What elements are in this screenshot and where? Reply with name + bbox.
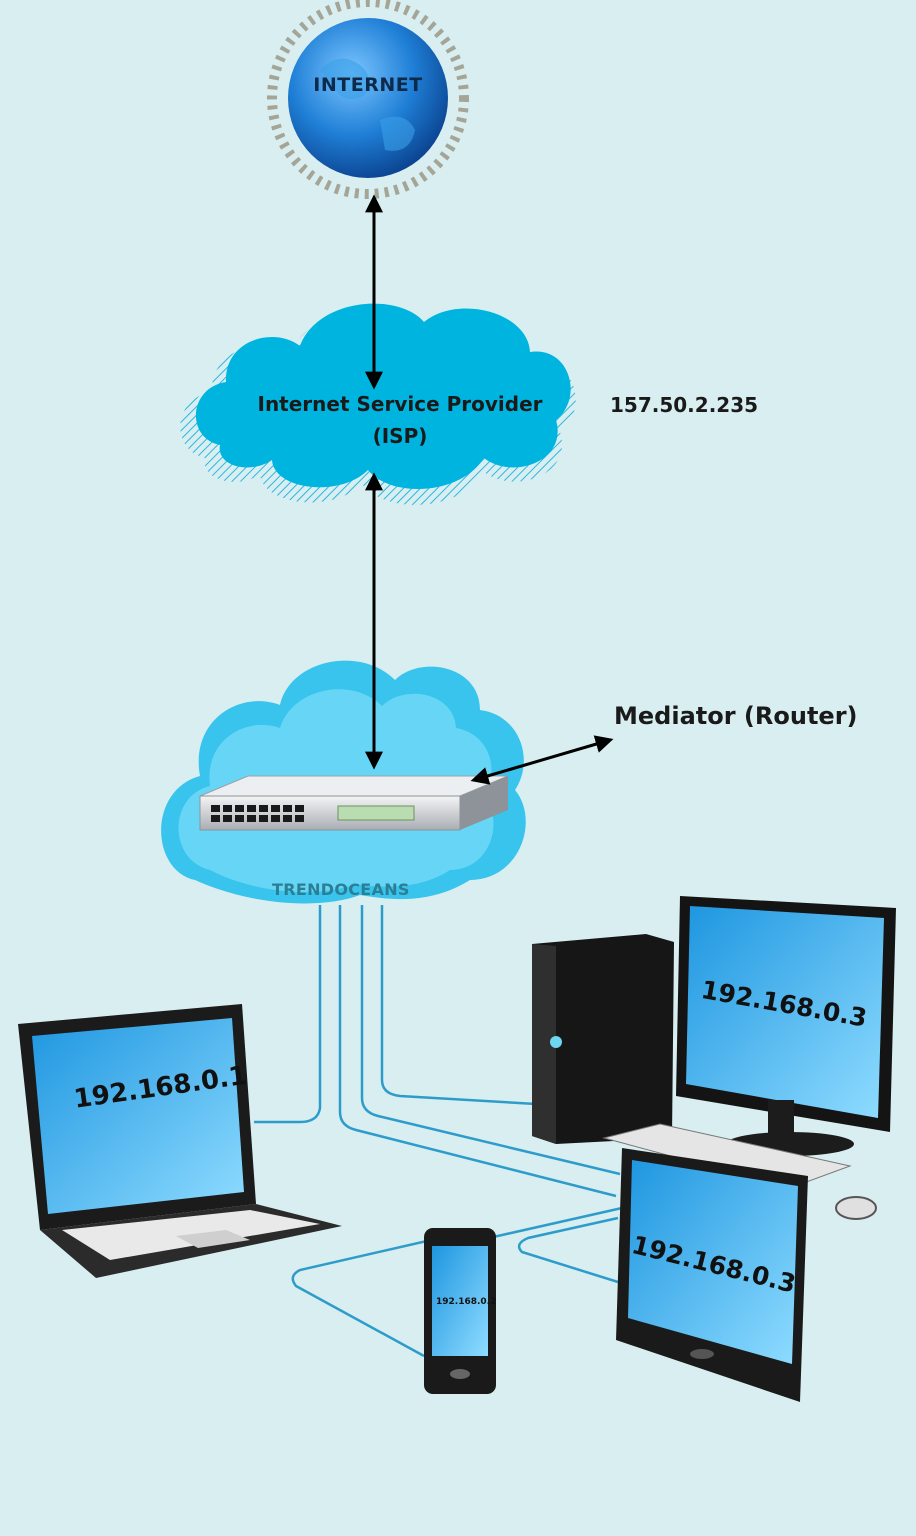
cable-phone-loop: [291, 1236, 441, 1358]
cable-desktop: [380, 905, 537, 1106]
desktop: [532, 896, 896, 1220]
brand-label: TRENDOCEANS: [272, 880, 410, 899]
phone-screen: [432, 1246, 488, 1356]
desktop-tower-front: [532, 944, 556, 1144]
router-side: [460, 776, 508, 830]
cable-tablet-2: [338, 905, 617, 1198]
router-ports: [211, 805, 304, 822]
cable-tablet-loop: [517, 1216, 619, 1284]
isp-cloud: [180, 303, 576, 505]
cable-laptop: [254, 905, 322, 1124]
internet-label: INTERNET: [313, 74, 423, 96]
tablet: [616, 1148, 808, 1402]
internet-globe: [267, 0, 469, 199]
desktop-tower: [532, 934, 674, 1144]
cable-tablet: [360, 905, 621, 1176]
tablet-screen: [628, 1160, 798, 1364]
router-front: [199, 795, 461, 831]
desktop-monitor-screen: [686, 906, 884, 1118]
router-device: [199, 775, 509, 831]
laptop-touchpad: [176, 1230, 250, 1248]
router-led-panel: [337, 805, 415, 821]
desktop-power-led: [550, 1036, 562, 1048]
smartphone: [424, 1228, 496, 1394]
globe-ring: [267, 0, 469, 199]
phone-ip-label: 192.168.0.2: [436, 1297, 497, 1307]
router-top: [199, 775, 509, 797]
laptop-screen: [32, 1018, 244, 1214]
desktop-mouse: [835, 1196, 877, 1220]
isp-abbr-label: (ISP): [372, 424, 428, 448]
router-caption-label: Mediator (Router): [614, 702, 858, 730]
isp-cloud-body: [195, 303, 571, 490]
connection-arrows: [365, 194, 614, 785]
phone-home-button: [450, 1369, 470, 1379]
arrow-router-label: [470, 735, 614, 785]
isp-ip-label: 157.50.2.235: [610, 393, 759, 417]
network-cables: [254, 905, 623, 1358]
laptop: [18, 1004, 342, 1278]
globe-landmass: [320, 58, 415, 151]
tablet-home-button: [690, 1349, 714, 1359]
isp-name-label: Internet Service Provider: [257, 392, 543, 416]
globe-sphere: [288, 18, 448, 178]
